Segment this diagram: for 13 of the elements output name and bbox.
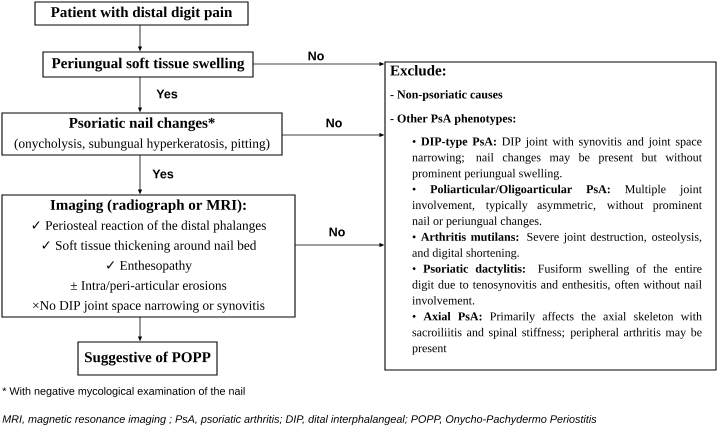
process-box: Patient with distal digit pain <box>34 1 249 26</box>
process-box: Periungual soft tissue swelling <box>42 51 254 78</box>
edge-label: Yes <box>155 88 179 100</box>
list-box: Exclude: - Non-psoriatic causes - Other PsA phenotypes: • DIP-type PsA: DIP joint with synovitis and joint space narrowing; nail changes may be present but without prominent periungual swelling. • Poliarticular/Oligoarticular PsA: Multiple joint involvement, typically asymmetric, without prominent nail or periungual changes. • Arthritis mutilans: Severe joint destruction, osteolysis, and digital shortening. • Psoriatic dactylitis: Fusiform swelling of the entire digit due to tenosynovitis and enthesitis, often without nail involvement. • Axial PsA: Primarily affects the axial skeleton with sacroiliitis and spinal stiffness; peripheral arthritis may be present <box>384 61 717 371</box>
edge-label: No <box>328 226 346 238</box>
process-box: Suggestive of POPP <box>77 341 218 376</box>
process-box: Psoriatic nail changes* (onycholysis, subungual hyperkeratosis, pitting) <box>1 112 283 156</box>
footnote: * With negative mycological examination of the nail <box>2 386 245 398</box>
abbreviation-note: MRI, magnetic resonance imaging ; PsA, psoriatic arthritis; DIP, dital interphalangeal; POPP, Onycho-Pachydermo Periostitis <box>2 414 596 426</box>
edge-label: No <box>324 118 344 128</box>
process-box: Imaging (radiograph or MRI): ✓ Periosteal reaction of the distal phalanges ✓ Soft tissue thickening around nail bed ✓ Enthesopathy ± Intra/peri-articular erosions ×No DIP joint space narrowing or synovitis <box>1 194 296 318</box>
edge-label: Yes <box>151 168 175 180</box>
edge-label: No <box>306 50 326 62</box>
